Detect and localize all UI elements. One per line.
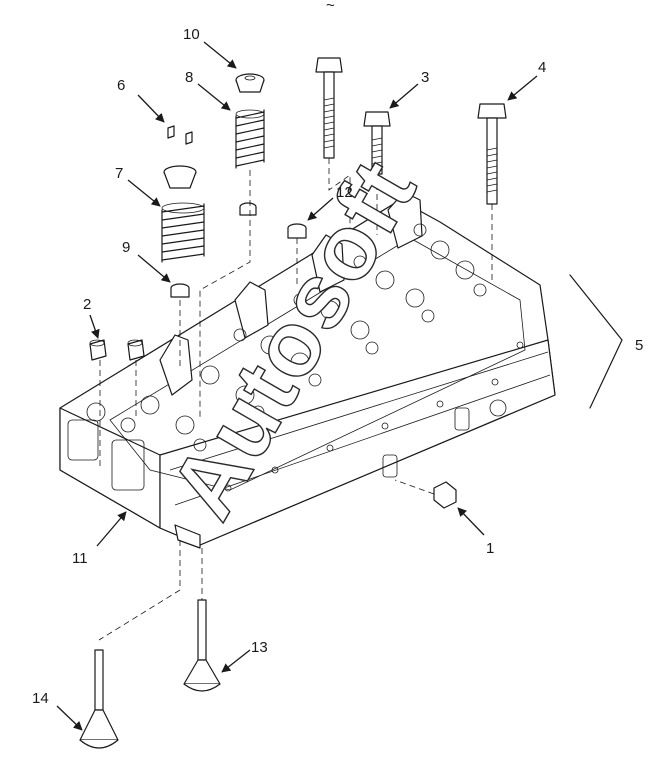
leader-arrows — [56, 41, 623, 731]
valve-seal-a — [239, 202, 257, 216]
callout-11: 11 — [72, 550, 88, 567]
head-bolt-long — [315, 57, 343, 159]
valve-spring-small — [235, 109, 265, 169]
callout-9: 9 — [122, 239, 130, 256]
valve-spring-large — [161, 202, 205, 263]
callout-7: 7 — [115, 165, 123, 182]
head-bolt-right — [477, 103, 507, 205]
callout-4: 4 — [538, 59, 546, 76]
callout-2: 2 — [83, 296, 91, 313]
callout-8: 8 — [185, 69, 193, 86]
callout-10: 10 — [183, 26, 200, 43]
callout-14: 14 — [32, 690, 49, 707]
callout-5: 5 — [635, 337, 643, 354]
callout-6: 6 — [117, 77, 125, 94]
cylinder-head — [59, 191, 556, 549]
exhaust-valve — [183, 599, 221, 692]
hex-plug — [433, 481, 457, 509]
valve-spring-retainer — [235, 73, 265, 93]
valve-keepers — [167, 125, 193, 145]
valve-spring-retainer-large — [163, 165, 197, 189]
callout-3: 3 — [421, 69, 429, 86]
callout-12: 12 — [336, 184, 353, 201]
valve-stem-seal — [170, 283, 190, 298]
assembly-lines — [98, 158, 493, 641]
intake-valve — [79, 649, 119, 749]
top-mark: ~ — [326, 0, 335, 14]
plug-fittings — [89, 339, 145, 361]
callout-13: 13 — [251, 639, 268, 656]
callout-1: 1 — [486, 540, 494, 557]
